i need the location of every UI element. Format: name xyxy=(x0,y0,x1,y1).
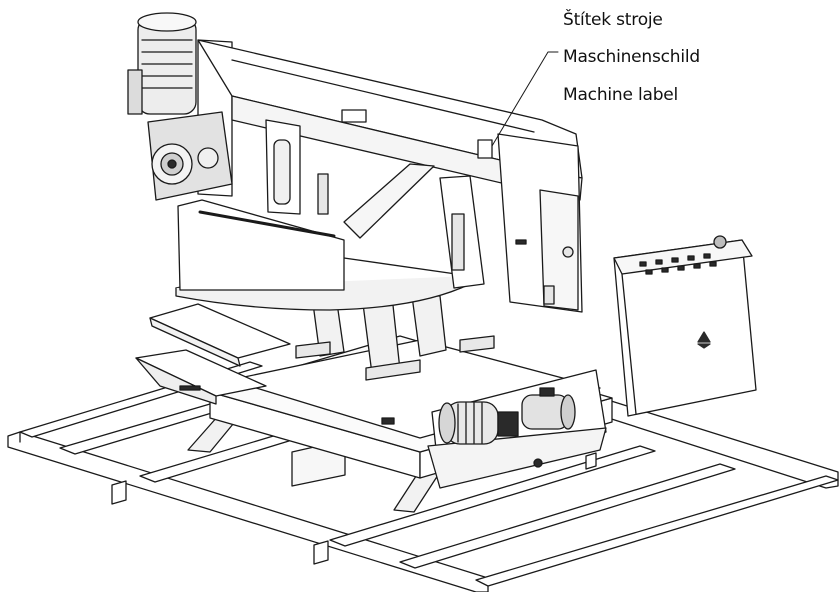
vise-slot xyxy=(198,210,336,238)
callout-label-english: Machine label xyxy=(563,85,679,105)
pallet-foot-2 xyxy=(313,540,329,565)
housing-knob xyxy=(562,246,574,258)
pallet-slat-4 xyxy=(399,463,736,569)
drive-unit xyxy=(127,12,233,201)
right-housing-face xyxy=(539,189,579,311)
saw-bow xyxy=(177,39,583,313)
housing-slot xyxy=(515,239,527,245)
beam-plate xyxy=(341,109,367,123)
vise-plate xyxy=(177,199,345,291)
pallet-foot-1 xyxy=(111,480,127,505)
callout-label-czech: Štítek stroje xyxy=(563,10,663,30)
warning-triangle-icon xyxy=(697,343,711,349)
bow-brace xyxy=(343,163,435,239)
table-column-foot-right xyxy=(459,335,495,353)
emergency-stop-icon xyxy=(713,235,727,249)
chute-slot xyxy=(179,385,201,391)
transport-pallet xyxy=(7,361,839,593)
base-label-plate xyxy=(381,417,395,425)
housing-valve xyxy=(543,285,555,305)
hydraulic-pump xyxy=(521,387,576,468)
upper-chute-lip xyxy=(149,317,241,367)
table-column-foot xyxy=(365,359,421,381)
machine-label-plate xyxy=(477,139,493,159)
hydraulic-motor xyxy=(438,401,519,445)
guide-cylinder xyxy=(273,139,291,205)
machine-base xyxy=(187,335,613,513)
table-column-foot-left xyxy=(295,341,331,359)
pallet-foot-4 xyxy=(585,452,597,470)
callout-leader-line xyxy=(491,51,559,147)
chip-chutes xyxy=(135,303,291,405)
control-panel-top xyxy=(613,239,753,275)
drive-motor xyxy=(137,17,197,115)
pallet-slat-3 xyxy=(329,445,656,547)
terminal-box xyxy=(127,69,143,115)
callout-label-german: Maschinenschild xyxy=(563,47,701,67)
pallet-cross-front xyxy=(475,475,839,587)
control-panel xyxy=(613,235,757,417)
lower-chute-box xyxy=(135,357,217,405)
